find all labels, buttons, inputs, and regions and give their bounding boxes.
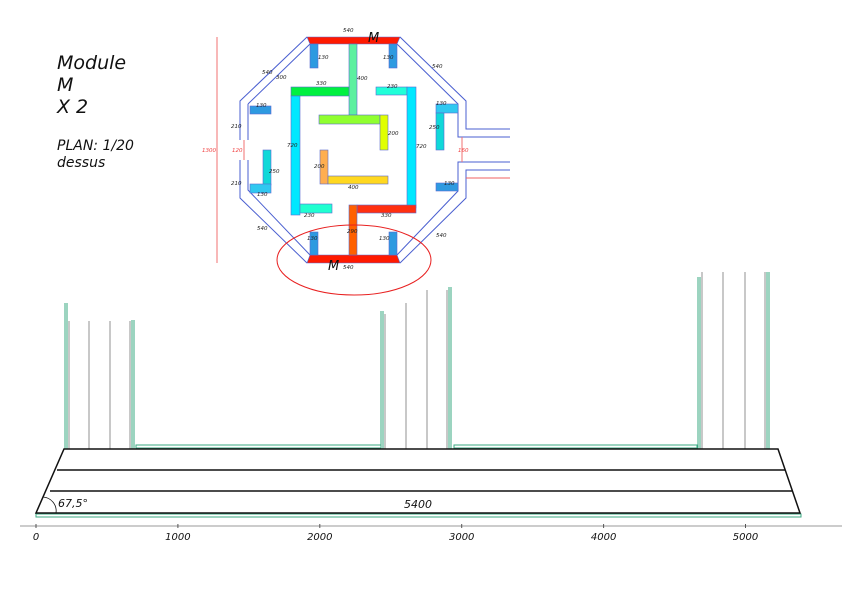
title-line2: M	[57, 74, 74, 96]
dim: 130	[307, 236, 318, 242]
dim-gap-left: 120	[232, 148, 243, 154]
angle-arc	[42, 496, 57, 514]
title-line3: X 2	[57, 96, 89, 118]
dim: 210	[231, 181, 242, 187]
angle-label: 67,5°	[58, 497, 88, 510]
view-label: dessus	[57, 155, 106, 171]
axis-tick-label: 2000	[307, 532, 332, 543]
dim: 300	[276, 75, 287, 81]
dim: 330	[316, 81, 327, 87]
module-label-top: M	[368, 31, 379, 46]
dim: 200	[388, 131, 399, 137]
module-title: Module M X 2	[57, 52, 126, 118]
highlight-ellipse	[276, 224, 432, 296]
dim: 250	[269, 169, 280, 175]
plan-red-dimensions: 1300 120 160	[202, 148, 469, 154]
dim: 200	[314, 164, 325, 170]
axis-tick-label: 3000	[449, 532, 474, 543]
plan-members	[249, 36, 459, 264]
dim: 540	[262, 70, 273, 76]
beam-top	[306, 36, 401, 45]
dim-bottom: 540	[343, 265, 354, 271]
dim: 210	[231, 124, 242, 130]
dim: 230	[304, 213, 315, 219]
dim: 540	[436, 233, 447, 239]
dim: 130	[379, 236, 390, 242]
elevation-base	[34, 448, 802, 514]
plan-outline	[239, 36, 510, 264]
dim: 130	[257, 192, 268, 198]
dim: 130	[436, 101, 447, 107]
axis-tick-label: 4000	[591, 532, 616, 543]
dim: 540	[432, 64, 443, 70]
scale-label: PLAN: 1/20	[57, 138, 134, 154]
module-label-bottom: M	[328, 259, 339, 274]
dim: 290	[347, 229, 358, 235]
dim: 720	[287, 143, 298, 149]
dim: 130	[256, 103, 267, 109]
dim-top: 540	[343, 28, 354, 34]
length-label: 5400	[404, 498, 432, 511]
title-line1: Module	[57, 52, 127, 74]
axis-tick-label: 0	[33, 532, 39, 543]
beam-bottom	[306, 254, 401, 264]
dim: 720	[416, 144, 427, 150]
dim: 130	[383, 55, 394, 61]
dim: 400	[348, 185, 359, 191]
dim-height: 1300	[202, 148, 216, 154]
plan-scale: PLAN: 1/20 dessus	[57, 138, 134, 172]
axis-ticks: 0 1000 2000 3000 4000 5000	[33, 524, 758, 543]
axis-tick-label: 5000	[733, 532, 758, 543]
elevation-posts	[35, 272, 802, 518]
dim: 400	[357, 76, 368, 82]
dim: 130	[444, 181, 455, 187]
plan-dimensions: 540 540 540 300 540 540 540 130 130 130 …	[231, 28, 455, 271]
dim: 130	[318, 55, 329, 61]
dim: 330	[381, 213, 392, 219]
dim: 250	[429, 125, 440, 131]
dim-gap-right: 160	[458, 148, 469, 154]
dim: 230	[387, 84, 398, 90]
dim: 540	[257, 226, 268, 232]
axis-tick-label: 1000	[165, 532, 190, 543]
